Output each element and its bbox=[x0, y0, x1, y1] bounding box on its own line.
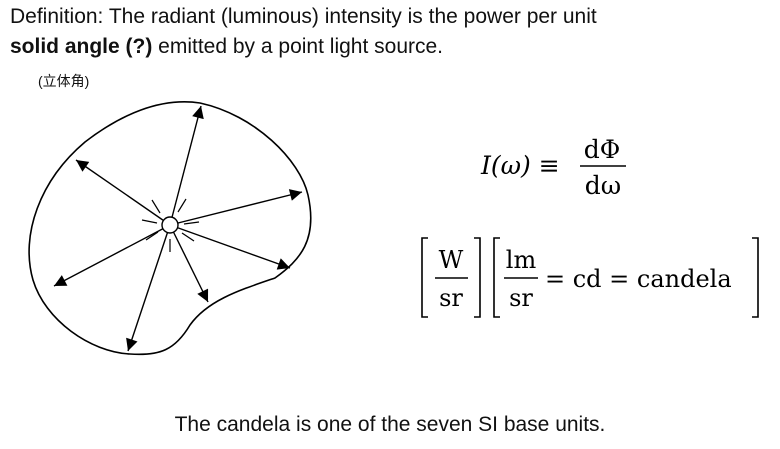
definition-part-1: Definition: The radiant (luminous) inten… bbox=[10, 5, 597, 28]
ray-arrow-upper-left bbox=[75, 159, 171, 226]
definition-part-2: emitted by a point light source. bbox=[152, 35, 444, 58]
emission-rays bbox=[53, 105, 303, 352]
ray-arrow-right bbox=[169, 189, 303, 226]
definition-text: Definition: The radiant (luminous) inten… bbox=[10, 2, 770, 62]
candela-equality: = cd = candela bbox=[545, 265, 732, 293]
intensity-formula: I(ω) ≡ dΦ dω bbox=[480, 135, 626, 200]
ray-arrow-lower-right bbox=[169, 224, 291, 270]
luminous-unit-denominator: sr bbox=[509, 284, 533, 312]
solid-angle-term: solid angle (?) bbox=[10, 35, 153, 58]
formula-lhs: I(ω) ≡ bbox=[480, 151, 560, 180]
bracket-left-2 bbox=[493, 237, 500, 318]
point-light-source bbox=[161, 216, 179, 234]
bracket-left-1 bbox=[421, 237, 428, 318]
formula-numerator: dΦ bbox=[584, 135, 621, 164]
si-base-unit-note: The candela is one of the seven SI base … bbox=[174, 413, 606, 436]
luminous-unit-numerator: lm bbox=[506, 246, 537, 274]
ray-arrow-left bbox=[53, 224, 171, 287]
bracket-right-2 bbox=[752, 237, 759, 318]
solid-angle-annotation: (立体角) bbox=[38, 73, 90, 89]
ray-arrow-down-right bbox=[169, 224, 209, 303]
formula-denominator: dω bbox=[585, 171, 621, 200]
radiant-unit-numerator: W bbox=[439, 246, 464, 274]
ray-arrow-up bbox=[169, 105, 204, 226]
region-boundary bbox=[28, 101, 312, 356]
unit-expressions: W sr lm sr = cd = candela bbox=[421, 237, 759, 318]
ray-arrow-down bbox=[126, 224, 171, 352]
bracket-right-1 bbox=[474, 237, 481, 318]
radiance-dashes bbox=[141, 198, 200, 252]
radiant-unit-denominator: sr bbox=[439, 284, 463, 312]
